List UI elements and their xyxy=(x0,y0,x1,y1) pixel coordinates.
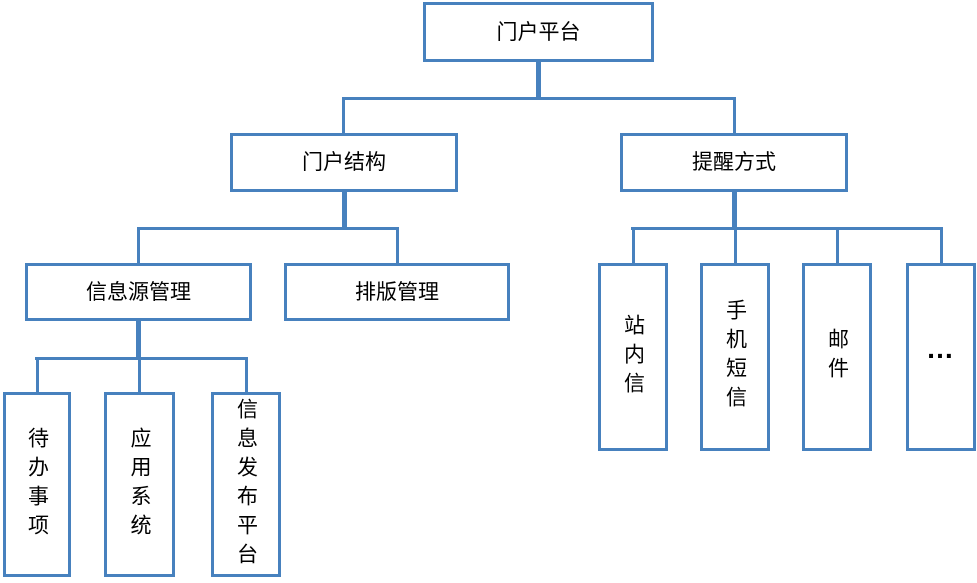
node-site-message-label: 站内信 xyxy=(621,313,645,401)
connector-more-drop xyxy=(940,227,943,263)
node-portal-platform-label: 门户平台 xyxy=(496,20,581,44)
node-application-system-label: 应用系统 xyxy=(128,426,151,543)
connector-level1-rail xyxy=(342,97,736,100)
node-layout-management: 排版管理 xyxy=(284,263,510,321)
connector-sms-drop xyxy=(734,227,737,263)
node-todo-items: 待办事项 xyxy=(3,392,71,577)
connector-layout-drop xyxy=(396,227,399,263)
connector-todo-drop xyxy=(36,357,39,392)
node-more-ellipsis-label: … xyxy=(926,333,956,364)
node-layout-management-label: 排版管理 xyxy=(355,280,439,304)
node-portal-platform: 门户平台 xyxy=(423,2,654,62)
connector-structure-drop xyxy=(342,97,345,133)
node-portal-structure: 门户结构 xyxy=(230,133,458,192)
node-reminder-method: 提醒方式 xyxy=(620,133,848,192)
connector-infopublish-drop xyxy=(245,357,248,392)
node-email: 邮件 xyxy=(802,263,872,451)
node-todo-items-label: 待办事项 xyxy=(25,426,49,543)
connector-sitemessage-drop xyxy=(632,227,635,263)
connector-reminder-rail xyxy=(631,227,942,230)
node-reminder-method-label: 提醒方式 xyxy=(692,151,776,174)
node-mobile-sms-label: 手机短信 xyxy=(723,299,747,415)
node-application-system: 应用系统 xyxy=(104,392,175,577)
connector-infosource-drop xyxy=(137,227,140,263)
node-email-label: 邮件 xyxy=(825,328,849,386)
connector-appsystem-drop xyxy=(138,357,141,392)
node-more-ellipsis: … xyxy=(906,263,976,451)
connector-structure-rail xyxy=(137,227,399,230)
node-info-source-management: 信息源管理 xyxy=(25,263,252,321)
node-info-source-management-label: 信息源管理 xyxy=(86,280,191,304)
connector-root-stub xyxy=(536,62,541,100)
node-portal-structure-label: 门户结构 xyxy=(302,151,386,174)
connector-infosource-stub xyxy=(136,321,141,360)
node-mobile-sms: 手机短信 xyxy=(700,263,770,451)
node-site-message: 站内信 xyxy=(598,263,668,451)
connector-email-drop xyxy=(836,227,839,263)
connector-infosource-rail xyxy=(35,357,247,360)
connector-structure-stub xyxy=(342,192,347,230)
connector-reminder-stub xyxy=(732,192,737,230)
connector-reminder-drop xyxy=(733,97,736,133)
node-info-publish-platform: 信息发布平台 xyxy=(211,392,281,577)
node-info-publish-platform-label: 信息发布平台 xyxy=(234,397,258,572)
